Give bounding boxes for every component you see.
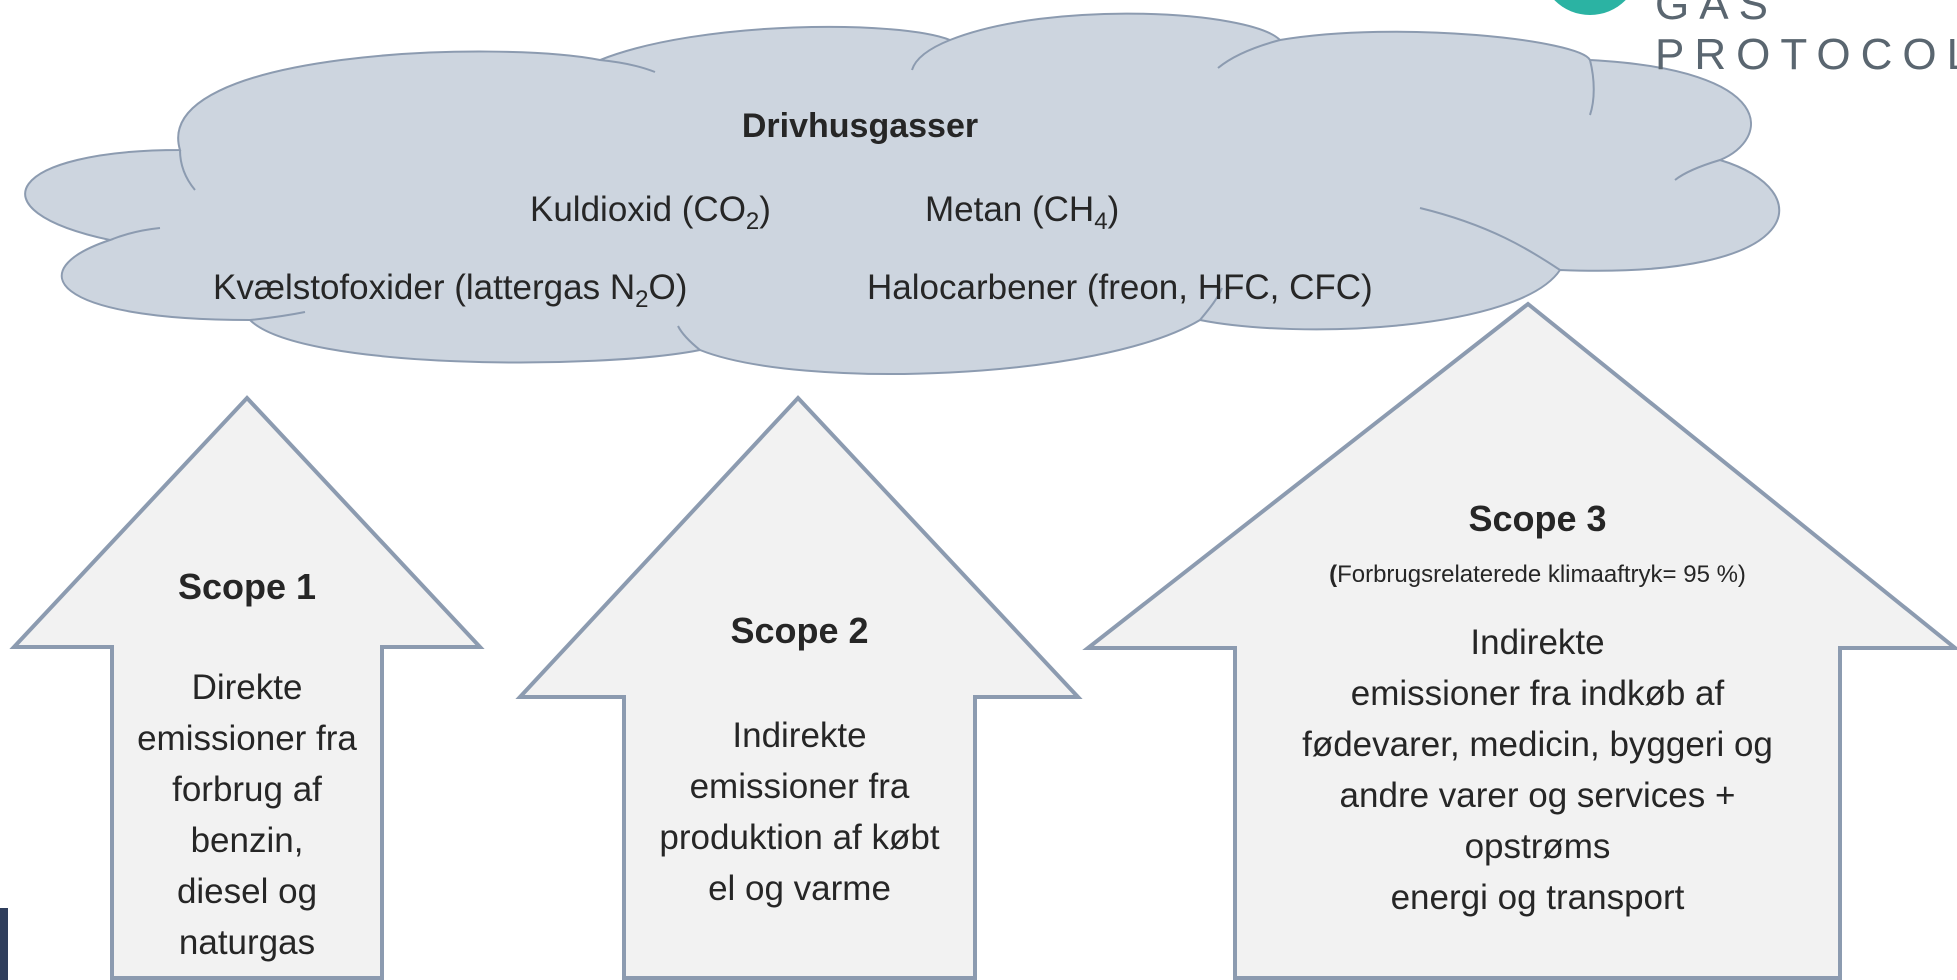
scope-1-line: emissioner fra [137,719,357,758]
scope-1-line: benzin, [190,821,304,860]
scope-3-description: Indirekte emissioner fra indkøb af fødev… [1235,617,1840,923]
gas-ch4-sub: 4 [1094,208,1108,235]
scope-3-subtitle-paren: ( [1329,561,1338,588]
scope-3-subtitle: (Forbrugsrelaterede klimaaftryk= 95 %) [1235,561,1840,589]
gas-ch4-end: ) [1107,190,1120,229]
gas-ch4: Metan (CH4) [925,190,1120,234]
gas-co2-sub: 2 [745,208,760,235]
cloud-title: Drivhusgasser [741,107,979,145]
scope-3-line: Indirekte [1470,623,1605,662]
slide-edge-block [0,908,8,980]
scope-3-line: emissioner fra indkøb af [1350,674,1725,713]
gas-n2o-end: O) [648,268,688,307]
scope-2-line: produktion af købt [659,818,940,857]
scope-2-title: Scope 2 [730,610,869,651]
gas-n2o: Kvælstofoxider (lattergas N2O) [213,268,688,312]
scope-1-arrow [9,395,485,980]
scope-2-line: emissioner fra [689,767,910,806]
scope-1-description: Direkte emissioner fra forbrug af benzin… [112,662,382,968]
scope-3-line: opstrøms [1464,827,1611,866]
scope-3-line: fødevarer, medicin, byggeri og [1302,725,1773,764]
scope-3-line: andre varer og services + [1339,776,1736,815]
scope-2-arrow [515,395,1083,980]
scope-3-line: energi og transport [1390,878,1685,917]
gas-n2o-base: Kvælstofoxider (lattergas N [213,268,636,307]
scope-2-description: Indirekte emissioner fra produktion af k… [624,710,975,914]
scope-1-line: diesel og [176,872,318,911]
scope-3-arrow [1082,301,1957,980]
gas-co2: Kuldioxid (CO2) [530,190,771,234]
scope-2-line: el og varme [708,869,891,908]
scope-1-line: Direkte [191,668,303,707]
gas-co2-end: ) [759,190,771,229]
scope-1-line: forbrug af [172,770,322,809]
scope-3-subtitle-text: Forbrugsrelaterede klimaaftryk= 95 %) [1337,561,1746,588]
logo-text: GAS PROTOCOL [1655,0,1957,79]
gas-halocarbons: Halocarbener (freon, HFC, CFC) [867,268,1373,307]
scope-1-line: naturgas [178,923,316,962]
scope-1-title: Scope 1 [177,566,317,607]
gas-co2-base: Kuldioxid (CO [530,190,746,229]
scope-3-title: Scope 3 [1468,498,1607,539]
gas-n2o-sub: 2 [635,286,649,313]
logo-icon [1554,0,1626,15]
gas-ch4-base: Metan (CH [925,190,1095,229]
greenhouse-gas-cloud [24,12,1781,375]
scope-2-line: Indirekte [732,716,867,755]
